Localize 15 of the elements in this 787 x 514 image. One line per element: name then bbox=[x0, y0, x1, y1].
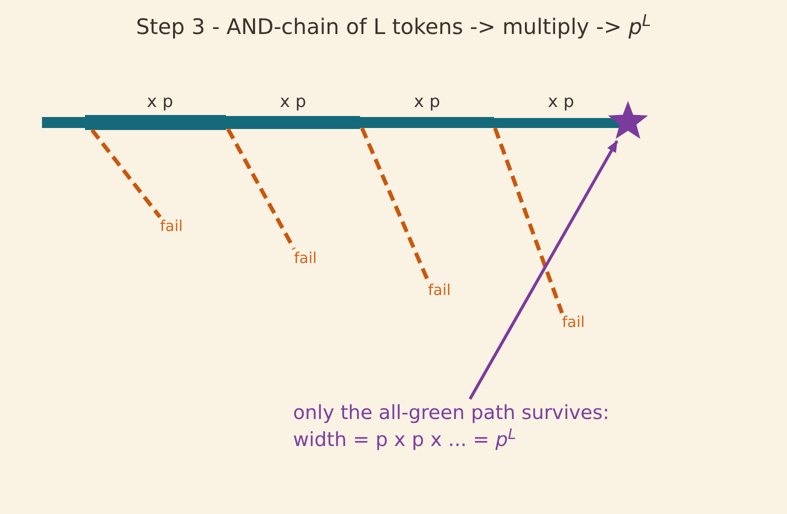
multiplier-label: x p bbox=[146, 92, 174, 112]
fail-label: fail bbox=[160, 217, 183, 235]
multiplier-label: x p bbox=[280, 92, 306, 112]
dashed-branch-line bbox=[493, 127, 564, 314]
dashed-branch-line bbox=[360, 127, 430, 282]
diagram-title: Step 3 - AND-chain of L tokens -> multiply -> p$^{L}$ bbox=[136, 13, 651, 42]
arrow bbox=[468, 140, 618, 400]
annotation-text: only the all-green path survives: bbox=[293, 400, 610, 426]
multiplier-label: x p bbox=[548, 92, 574, 112]
fail-label: fail bbox=[428, 281, 451, 299]
fail-label: fail bbox=[294, 249, 317, 267]
path-bar-segment bbox=[42, 117, 86, 128]
multiplier-label: x p bbox=[414, 92, 440, 112]
fail-label: fail bbox=[562, 313, 585, 331]
formula-text: width = p x p x ... = p$^{L}$ bbox=[293, 426, 516, 453]
